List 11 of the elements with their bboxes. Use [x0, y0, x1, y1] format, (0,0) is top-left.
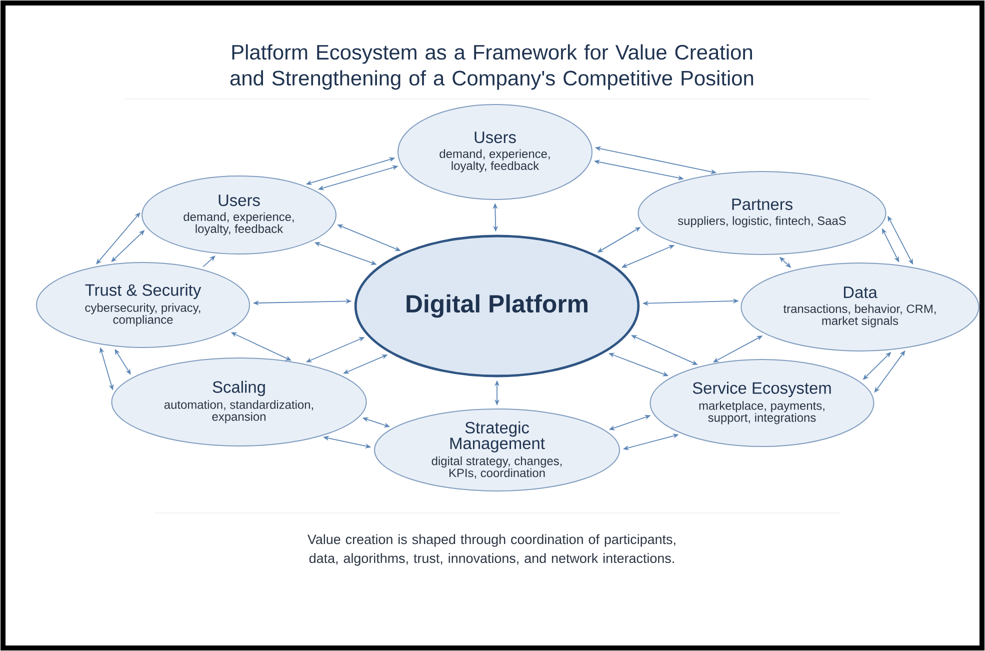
ellipse-node: Trust & Security cybersecurity, privacy, compliance: [36, 262, 250, 348]
title: Platform Ecosystem as a Framework for Value Creation and Strengthening of a Company's Competitive Position: [230, 44, 754, 90]
ellipse-node: Users demand, experience, loyalty, feedback: [142, 176, 336, 254]
caption: Value creation is shaped through coordination of participants, data, algorithms, trust, innovations, and network interactions.: [308, 534, 676, 566]
ellipse-node: Users demand, experience, loyalty, feedback: [398, 104, 592, 200]
ellipse-node: Partners suppliers, logistic, fintech, SaaS: [638, 171, 886, 255]
ellipse-node: Strategic Management digital strategy, changes, KPIs, coordination: [374, 408, 620, 492]
arrow: [202, 256, 216, 268]
ellipse-node: Service Ecosystem marketplace, payments, support, integrations: [650, 359, 874, 447]
ellipse-node: Data transactions, behavior, CRM, market signals: [740, 262, 980, 352]
ellipse-node: Scaling automation, standardization, expansion: [111, 358, 367, 446]
